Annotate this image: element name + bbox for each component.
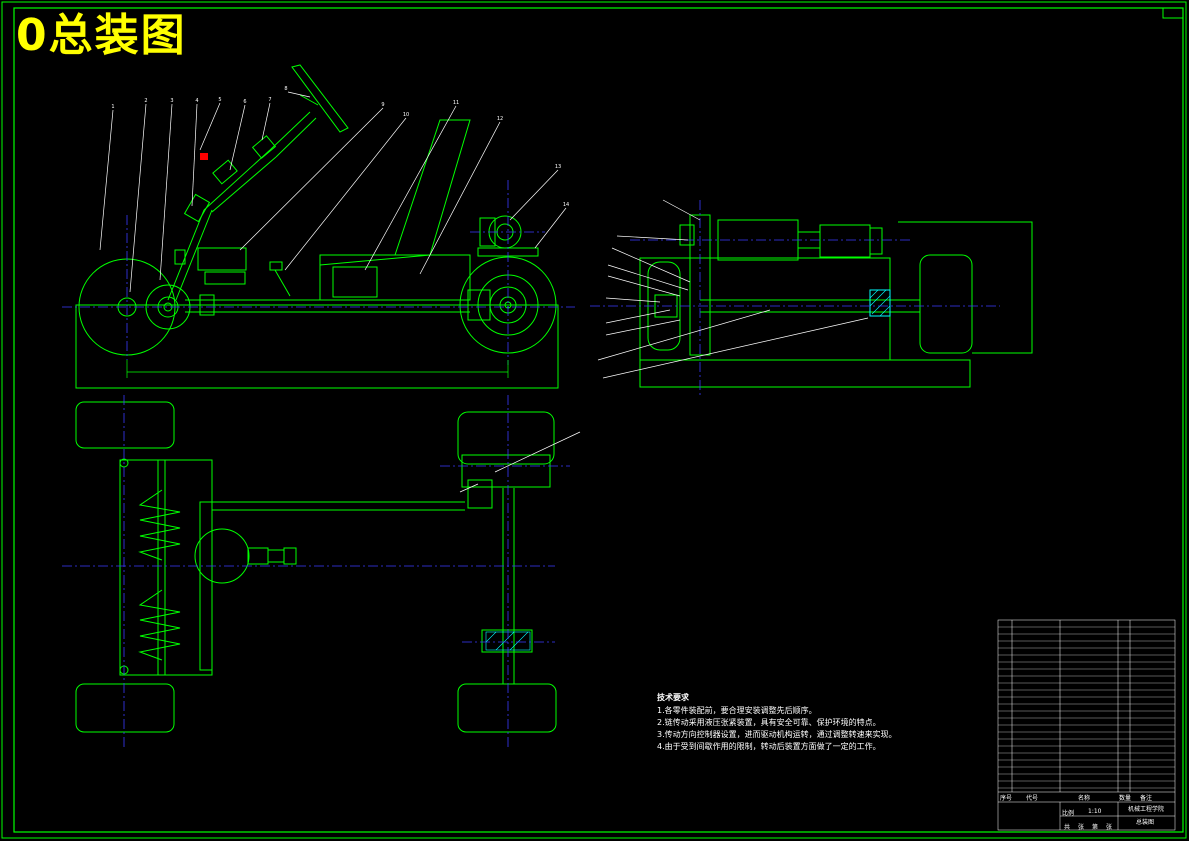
side-view <box>75 64 559 389</box>
rear-assembly-leaders <box>597 199 869 379</box>
part-number-label: 10 <box>403 112 409 118</box>
footer-label-sheet: 张 <box>1106 824 1113 831</box>
technical-note-2: 2.链传动采用液压张紧装置，具有安全可靠、保护环境的特点。 <box>657 718 881 727</box>
header-label-remark: 备注 <box>1140 795 1153 802</box>
drawing-name: 总装图 <box>1136 819 1155 826</box>
coupling-hatch-lines <box>869 289 891 317</box>
rear-assembly-centerlines <box>590 200 1000 395</box>
part-number-label: 12 <box>497 116 503 122</box>
title-block: 序号 代号 名称 数量 备注 机械工程学院 比例 1:10 总装图 共 张 第 … <box>998 792 1175 831</box>
footer-label-total: 共 <box>1064 824 1071 831</box>
steering-red-marker <box>200 153 208 160</box>
header-label-code: 代号 <box>1026 795 1039 802</box>
part-number-label: 7 <box>268 97 271 103</box>
plan-view-centerlines <box>62 395 570 750</box>
part-number-label: 2 <box>144 98 147 104</box>
technical-note-4: 4.由于受到间歇作用的限制，转动后装置方面做了一定的工作。 <box>657 742 881 751</box>
plan-view-leader <box>494 431 581 473</box>
header-label-index: 序号 <box>1000 795 1013 802</box>
technical-note-1: 1.各零件装配前，要合理安装调整先后顺序。 <box>657 706 817 715</box>
technical-notes-heading: 技术要求 <box>657 693 689 702</box>
rear-assembly-view <box>639 214 1033 388</box>
scale-value: 1:10 <box>1088 808 1102 815</box>
part-number-label: 14 <box>563 202 569 208</box>
header-label-name: 名称 <box>1078 795 1091 802</box>
bellows-springs <box>138 489 181 661</box>
part-number-label: 4 <box>195 98 198 104</box>
part-number-label: 9 <box>381 102 384 108</box>
side-view-dimension <box>126 360 509 378</box>
institution-name: 机械工程学院 <box>1128 806 1165 813</box>
inner-border <box>13 7 1184 833</box>
plan-view-leader-2 <box>459 483 479 493</box>
part-number-label: 1 <box>111 104 114 110</box>
footer-label-page: 第 <box>1092 824 1099 831</box>
corner-tag <box>1162 7 1184 19</box>
scale-label: 比例 <box>1062 810 1075 817</box>
part-number-label: 13 <box>555 164 561 170</box>
parts-list-rows <box>998 626 1175 789</box>
technical-notes: 技术要求 1.各零件装配前，要合理安装调整先后顺序。 2.链传动采用液压张紧装置… <box>657 692 907 753</box>
plan-view <box>75 401 557 733</box>
part-number-label: 3 <box>170 98 173 104</box>
part-number-label: 5 <box>218 97 221 103</box>
side-view-centerlines <box>62 180 575 365</box>
part-number-label: 11 <box>453 100 459 106</box>
side-view-leaders <box>99 91 567 293</box>
part-number-label: 6 <box>243 99 246 105</box>
footer-label-sheets: 张 <box>1078 824 1085 831</box>
drawing-title: 0总装图 <box>16 10 187 61</box>
part-number-label: 8 <box>284 86 287 92</box>
technical-note-3: 3.传动方向控制器设置，进而驱动机构运转，通过调整转速来实现。 <box>657 730 897 739</box>
header-label-quantity: 数量 <box>1119 795 1132 802</box>
